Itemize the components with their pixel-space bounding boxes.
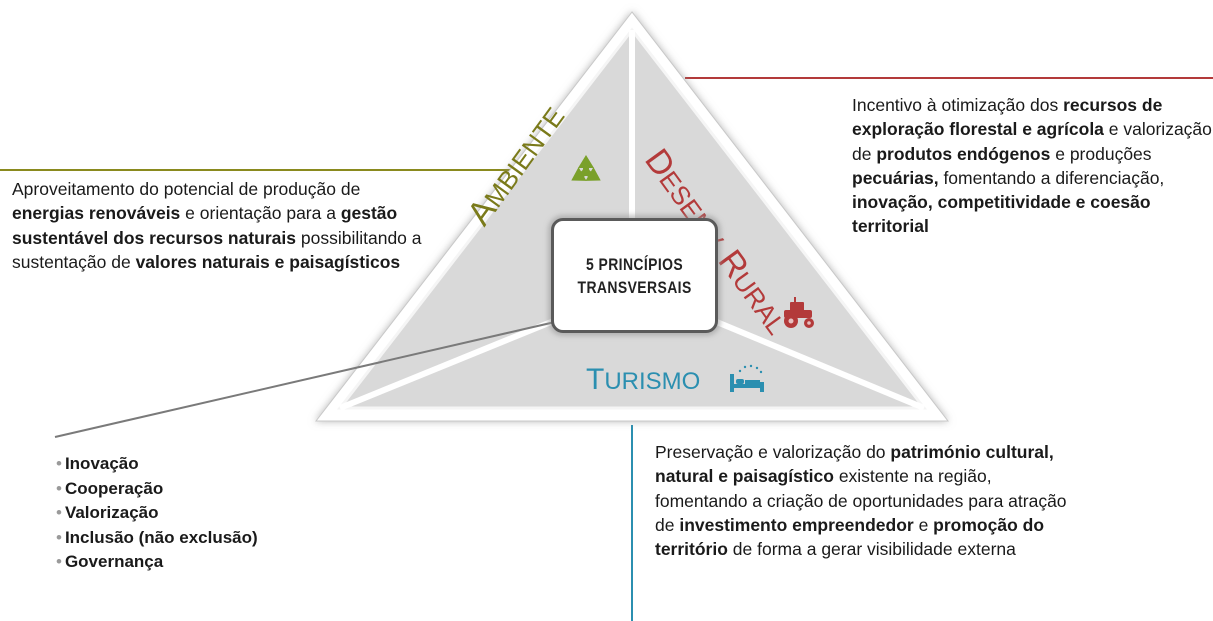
text-run: e [913, 514, 934, 535]
separator-right [710, 317, 926, 411]
text-run: Incentivo à otimização dos [852, 95, 1064, 115]
principle-item: •Inclusão (não exclusão) [56, 526, 258, 551]
principle-item: •Inovação [56, 452, 258, 477]
text-block-ambiente: Aproveitamento do potencial de produção … [12, 177, 422, 274]
center-title: 5 PRINCÍPIOS TRANSVERSAIS [577, 254, 692, 297]
principles-list: •Inovação•Cooperação•Valorização•Inclusã… [56, 452, 258, 575]
text-run-bold: energias renováveis [12, 203, 181, 224]
principle-item: •Cooperação [56, 477, 258, 502]
text-run: Preservação e valorização do [655, 442, 891, 462]
principle-label: Governança [64, 552, 164, 571]
bullet-icon: • [56, 552, 62, 571]
bullet-icon: • [56, 503, 62, 522]
text-run-bold: recursos de exploração florestal e agríc… [852, 95, 1163, 140]
principle-item: •Governança [56, 550, 258, 575]
text-run: Aproveitamento do potencial de produção … [12, 179, 361, 199]
text-run-bold: pecuárias, [852, 167, 939, 188]
text-run-bold: património cultural, natural e paisagíst… [655, 442, 1054, 487]
bullet-icon: • [56, 478, 62, 498]
segment-label-turismo: TURISMO [586, 363, 701, 396]
text-run: fomentando a diferenciação, [938, 167, 1165, 188]
principle-label: Valorização [64, 503, 159, 522]
text-block-desenv-rural: Incentivo à otimização dos recursos de e… [852, 93, 1212, 239]
principle-label: Inclusão (não exclusão) [64, 527, 258, 547]
bullet-icon: • [56, 527, 62, 547]
center-box: 5 PRINCÍPIOS TRANSVERSAIS [551, 218, 718, 333]
principle-label: Cooperação [64, 478, 164, 498]
text-run: possibilitando a sustentação de [12, 227, 422, 272]
text-run-bold: produtos endógenos [876, 143, 1051, 164]
text-run-bold: gestão sustentável dos recursos naturais [12, 203, 398, 248]
text-run: e produções [1050, 143, 1152, 164]
hotel-bed-icon [730, 364, 764, 392]
text-run-bold: promoção do território [655, 514, 1045, 560]
text-run-bold: valores naturais e paisagísticos [135, 251, 401, 272]
text-run: e valorização de [852, 119, 1212, 164]
text-run: e orientação para a [180, 203, 341, 224]
text-block-turismo: Preservação e valorização do património … [655, 440, 1075, 561]
text-run-bold: inovação, competitividade e coesão terri… [852, 192, 1151, 237]
recycle-icon [571, 155, 601, 181]
bullet-icon: • [56, 454, 62, 473]
principle-item: •Valorização [56, 501, 258, 526]
text-run: de forma a gerar visibilidade externa [727, 539, 1016, 560]
tractor-icon [784, 297, 814, 328]
separator-left [338, 317, 558, 411]
principle-label: Inovação [64, 454, 139, 473]
text-run: existente na região, fomentando a criaçã… [655, 466, 1067, 535]
text-run-bold: investimento empreendedor [679, 514, 914, 535]
connector-line-principles [54, 321, 556, 438]
